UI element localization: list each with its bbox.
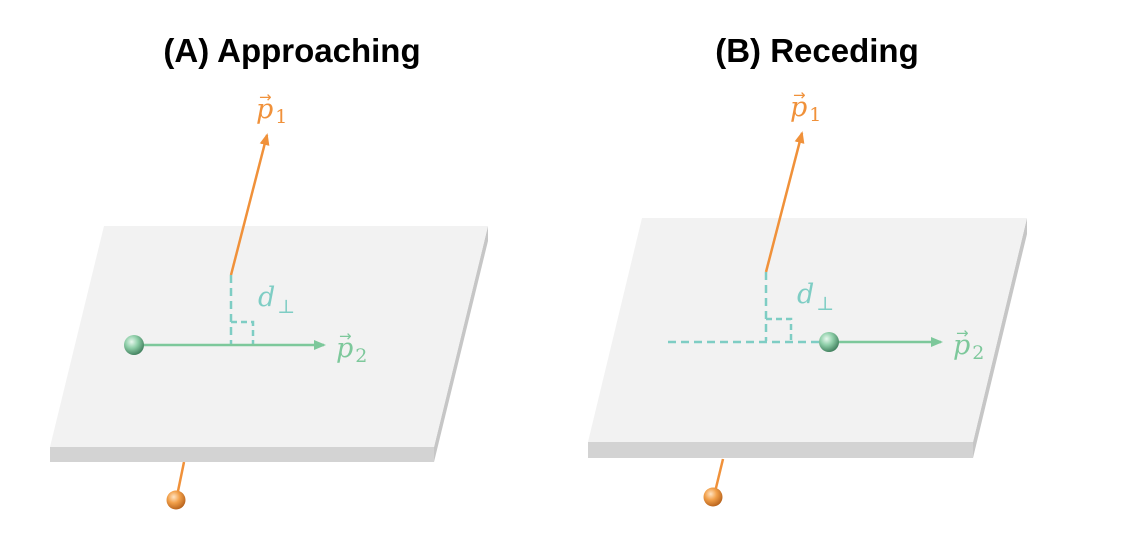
p1-incoming-track-b	[713, 458, 725, 493]
vector-arrow-icon: →	[259, 88, 272, 106]
plane-edge-a	[50, 447, 434, 462]
p1-arrow-a	[229, 133, 270, 276]
svg-text:p1: p1	[256, 94, 287, 128]
green-particle-a	[124, 335, 144, 355]
svg-text:p2: p2	[953, 330, 984, 364]
plane-side-b	[973, 218, 1027, 458]
vector-arrow-icon: →	[793, 86, 806, 104]
svg-text:d⊥: d⊥	[797, 279, 834, 315]
svg-text:d⊥: d⊥	[258, 282, 295, 318]
orange-particle-a	[166, 490, 186, 510]
green-particle-b	[819, 332, 839, 352]
svg-text:p1: p1	[790, 92, 821, 126]
p1-arrow-b	[764, 131, 805, 273]
right-angle-marker-b	[766, 317, 793, 341]
vector-arrow-icon: →	[956, 324, 969, 342]
plane-b	[588, 218, 1027, 442]
vector-arrow-icon: →	[339, 327, 352, 345]
d-perp-label-b: d⊥	[797, 279, 834, 315]
plane-a	[50, 226, 488, 447]
panel-a-title: (A) Approaching	[163, 32, 420, 69]
svg-text:p2: p2	[336, 333, 367, 367]
p1-incoming-track-a	[175, 461, 186, 497]
orange-particle-b	[703, 487, 723, 507]
right-angle-marker-a	[231, 320, 255, 344]
plane-side-a	[434, 226, 488, 462]
d-perp-label-a: d⊥	[258, 282, 295, 318]
plane-edge-b	[588, 442, 973, 458]
panel-b-title: (B) Receding	[715, 32, 919, 69]
